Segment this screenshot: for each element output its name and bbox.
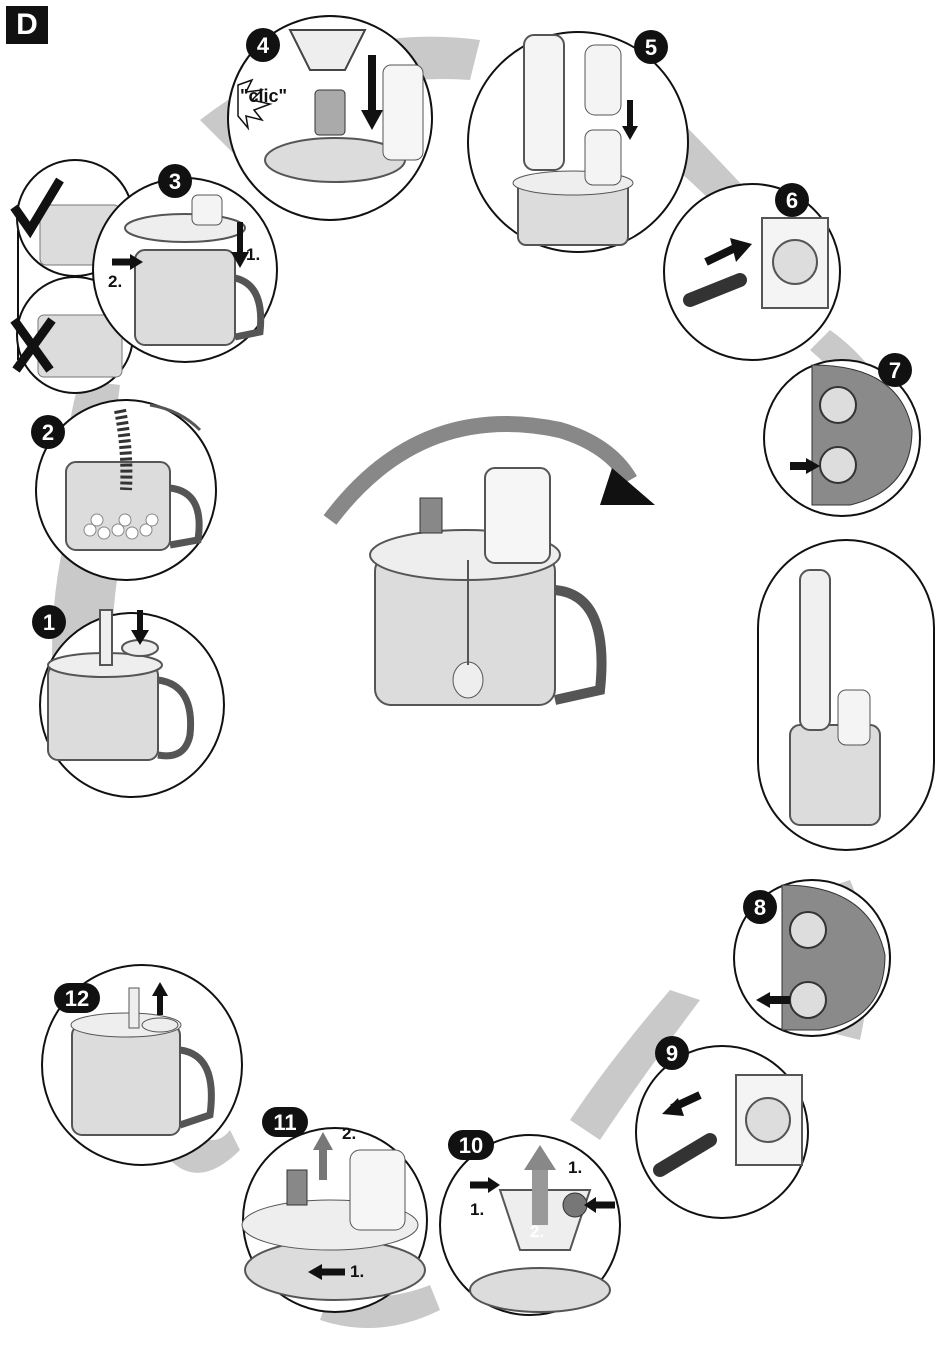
step-11-label-left: 1. [350, 1262, 364, 1282]
step-4-number: 4 [254, 33, 272, 59]
step-3-label-first: 1. [246, 245, 260, 265]
step-3-label-second: 2. [108, 272, 122, 292]
step-11-number: 11 [262, 1110, 308, 1136]
step-10-label-left: 1. [470, 1200, 484, 1220]
step-3-number: 3 [166, 169, 184, 195]
step-6-panel [664, 183, 840, 360]
step-6-number: 6 [783, 188, 801, 214]
step-2-number: 2 [39, 420, 57, 446]
socket-icon [773, 240, 817, 284]
power-button-icon [820, 387, 856, 423]
blending-panel [758, 540, 934, 850]
center-assembly [330, 424, 655, 705]
step-2-panel [31, 400, 216, 580]
step-9-number: 9 [663, 1041, 681, 1067]
rotation-arrow-icon [330, 424, 630, 520]
step-12-number: 12 [54, 986, 100, 1012]
step-5-panel [468, 30, 688, 252]
step-4-sound: "clic" [240, 86, 287, 107]
turbo-button-icon [820, 447, 856, 483]
step-11-label-up: 2. [342, 1124, 356, 1144]
step-11-panel [242, 1107, 427, 1312]
step-1-panel [32, 605, 224, 797]
step-10-number: 10 [448, 1133, 494, 1159]
step-7-number: 7 [886, 358, 904, 384]
step-1-number: 1 [40, 610, 58, 636]
step-10-label-up: 2. [530, 1222, 544, 1242]
step-10-label-right: 1. [568, 1158, 582, 1178]
step-8-number: 8 [751, 895, 769, 921]
step-9-panel [636, 1036, 808, 1218]
step-5-number: 5 [642, 35, 660, 61]
